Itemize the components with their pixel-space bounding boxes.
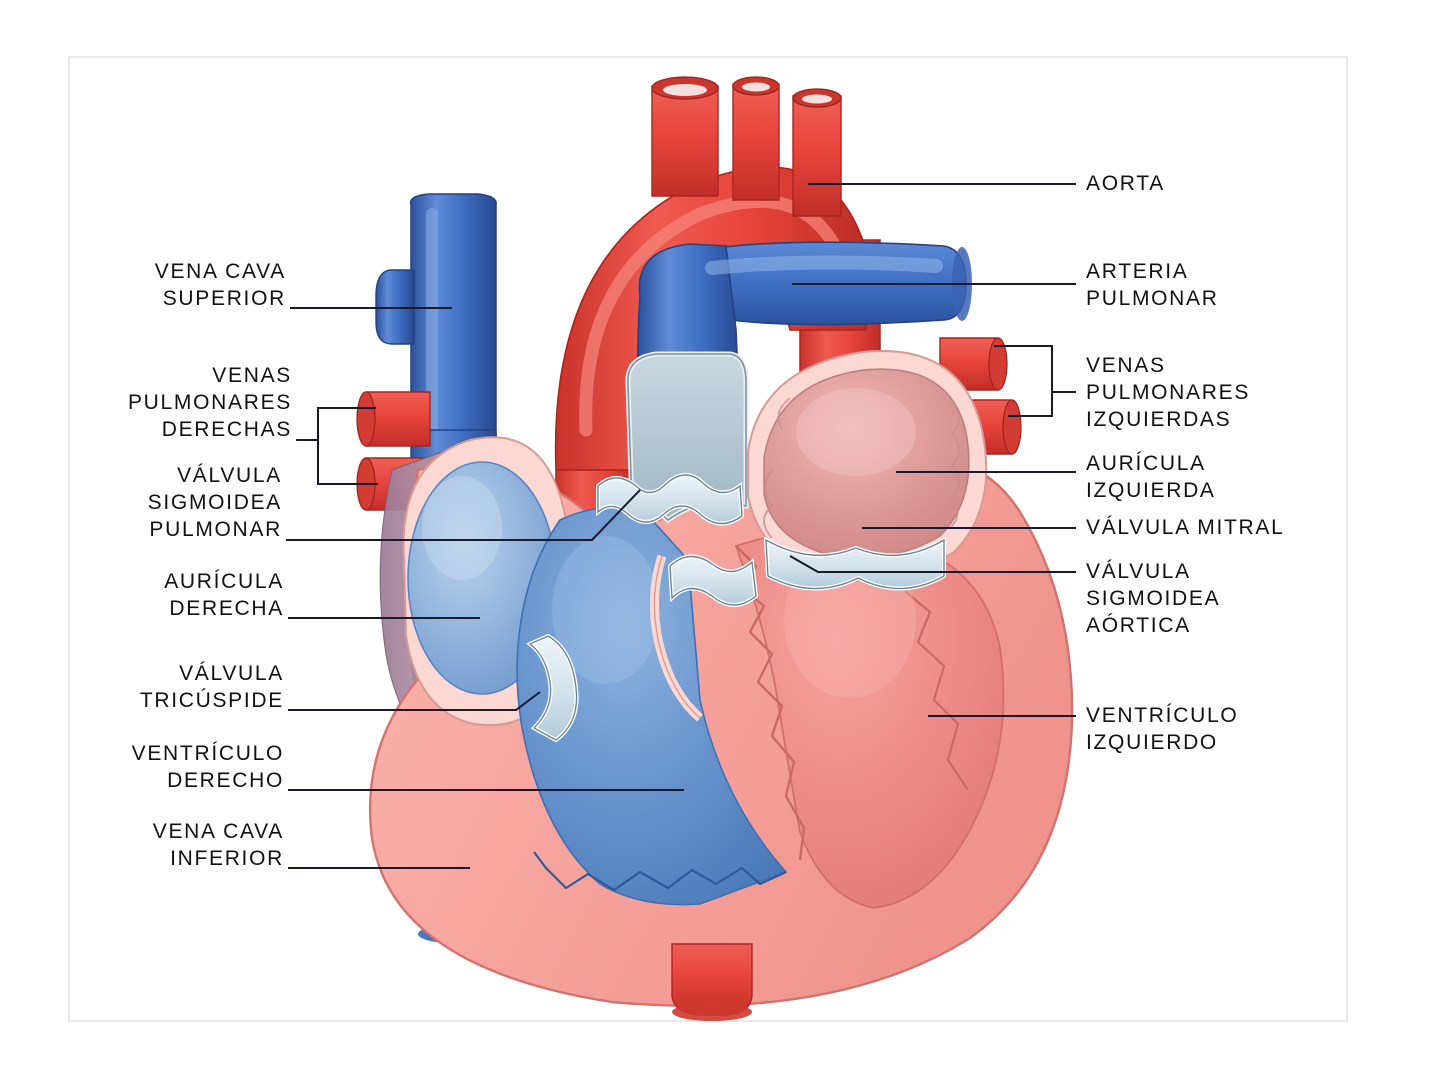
label-line: PULMONAR — [1086, 287, 1219, 310]
left-atrium-chamber — [747, 350, 988, 579]
leader-venas-pulmonares-derechas — [296, 407, 378, 485]
label-line: SIGMOIDEA — [147, 491, 282, 514]
label-ventriculo-izquierdo: VENTRÍCULO IZQUIERDO — [1086, 702, 1238, 756]
label-line: SIGMOIDEA — [1086, 587, 1221, 610]
label-line: VENA CAVA — [152, 820, 284, 843]
leader-valvula-sigmoidea-pulmonar — [286, 489, 641, 541]
label-line: PULMONARES — [127, 391, 292, 414]
superior-vena-cava-vessel — [375, 193, 497, 441]
apex-vessel — [671, 943, 753, 1021]
label-line: DERECHAS — [161, 418, 292, 441]
pulmonary-valve-cusps — [596, 473, 745, 526]
label-line: VÁLVULA — [1086, 560, 1191, 583]
label-vena-cava-inferior: VENA CAVA INFERIOR — [20, 818, 284, 872]
label-line: VENAS — [1086, 354, 1166, 377]
leader-valvula-tricuspide — [288, 691, 541, 711]
label-line: VENTRÍCULO — [131, 742, 284, 765]
label-valvula-mitral: VÁLVULA MITRAL — [1086, 514, 1284, 541]
label-line: DERECHO — [167, 769, 284, 792]
label-line: DERECHA — [169, 597, 284, 620]
label-valvula-sigmoidea-aortica: VÁLVULA SIGMOIDEA AÓRTICA — [1086, 558, 1220, 639]
label-line: INFERIOR — [170, 847, 284, 870]
label-line: PULMONARES — [1086, 381, 1251, 404]
label-line: IZQUIERDA — [1086, 479, 1216, 502]
right-atrium-chamber — [402, 436, 573, 726]
label-line: IZQUIERDO — [1086, 731, 1218, 754]
label-valvula-tricuspide: VÁLVULA TRICÚSPIDE — [20, 660, 284, 714]
label-vena-cava-superior: VENA CAVA SUPERIOR — [20, 258, 286, 312]
label-line: VENA CAVA — [154, 260, 286, 283]
right-ventricle-chamber — [516, 507, 788, 906]
label-line: AURÍCULA — [164, 570, 284, 593]
tricuspid-valve — [526, 633, 579, 743]
label-auricula-izquierda: AURÍCULA IZQUIERDA — [1086, 450, 1216, 504]
label-line: IZQUIERDAS — [1086, 408, 1232, 431]
label-line: TRICÚSPIDE — [139, 689, 284, 712]
label-ventriculo-derecho: VENTRÍCULO DERECHO — [20, 740, 284, 794]
mitral-valve — [763, 536, 946, 591]
label-line: AORTA — [1086, 172, 1165, 195]
label-line: PULMONAR — [149, 518, 282, 541]
leader-valvula-sigmoidea-aortica — [789, 555, 1076, 573]
label-line: AÓRTICA — [1086, 614, 1191, 637]
label-auricula-derecha: AURÍCULA DERECHA — [20, 568, 284, 622]
label-line: SUPERIOR — [162, 287, 286, 310]
label-arteria-pulmonar: ARTERIA PULMONAR — [1086, 258, 1219, 312]
label-line: ARTERIA — [1086, 260, 1189, 283]
label-venas-pulmonares-derechas: VENAS PULMONARES DERECHAS — [20, 362, 292, 443]
label-line: VÁLVULA — [179, 662, 284, 685]
label-aorta: AORTA — [1086, 170, 1165, 197]
aortic-valve-cusps — [650, 554, 759, 722]
leader-lines — [286, 183, 1076, 869]
label-line: VENAS — [212, 364, 292, 387]
label-line: VÁLVULA — [177, 464, 282, 487]
label-line: VENTRÍCULO — [1086, 704, 1239, 727]
label-valvula-sigmoidea-pulmonar: VÁLVULA SIGMOIDEA PULMONAR — [20, 462, 282, 543]
label-venas-pulmonares-izquierdas: VENAS PULMONARES IZQUIERDAS — [1086, 352, 1250, 433]
label-line: AURÍCULA — [1086, 452, 1206, 475]
leader-venas-pulmonares-izquierdas — [994, 345, 1076, 417]
label-line: VÁLVULA MITRAL — [1086, 516, 1285, 539]
